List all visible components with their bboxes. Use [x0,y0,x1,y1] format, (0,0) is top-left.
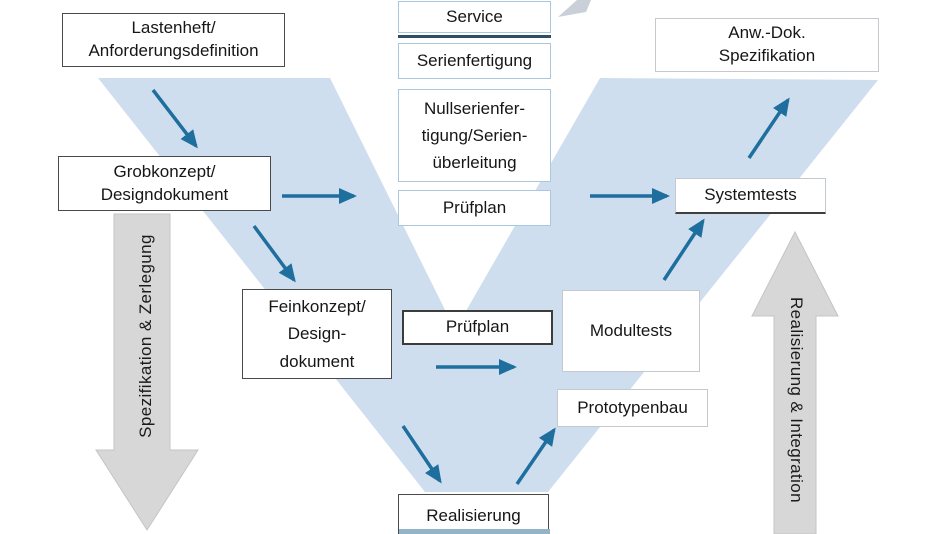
box-grobkonzept-line1: Grobkonzept/ [113,161,216,181]
specification-down-arrow [95,213,199,531]
box-pruefplan-oben-label: Prüfplan [442,197,507,217]
arrow-systemtests-to-anwdok [747,97,790,159]
corner-wedge-shape [558,0,591,17]
arrow-lastenheft-to-grobkonzept [151,88,198,149]
box-service-label: Service [446,6,503,26]
box-feinkonzept-line1: Feinkonzept/ [268,297,366,317]
box-serienfertigung-label: Serienfertigung [416,50,533,70]
box-lastenheft-line2: Anforderungsdefinition [88,41,259,60]
arrow-realisierung-to-prototypenbau [515,427,556,485]
box-anw-dok-line1: Anw.-Dok. [728,23,806,43]
service-separator-line [398,35,551,38]
arrow-grobkonzept-to-feinkonzept [252,224,296,283]
box-systemtests: Systemtests [675,178,826,214]
box-prototypenbau-label: Prototypenbau [577,397,688,417]
box-prototypenbau: Prototypenbau [557,389,708,427]
box-feinkonzept-line2: Design- [287,324,347,344]
box-grobkonzept-line2: Designdokument [100,184,229,204]
box-pruefplan-mitte: Prüfplan [402,310,553,345]
specification-arrow-label: Spezifikation & Zerlegung [136,234,155,438]
box-nullserienfertigung: Nullserienfer- tigung/Serien- überleitun… [398,89,551,182]
arrow-modultests-to-systemtests [662,218,705,281]
box-nullserienfertigung-line1: Nullserienfer- [423,98,526,118]
box-pruefplan-oben: Prüfplan [398,190,551,226]
box-lastenheft-line1: Lastenheft/ [131,18,216,38]
box-serienfertigung: Serienfertigung [398,43,551,79]
box-feinkonzept-line3: dokument [279,351,355,371]
box-anw-dok: Anw.-Dok. Spezifikation [655,18,879,72]
box-nullserienfertigung-line2: tigung/Serien- [421,125,528,145]
arrow-feinkonzept-to-realisierung [401,425,442,484]
box-systemtests-label: Systemtests [704,185,797,205]
box-lastenheft: Lastenheft/ Anforderungsdefinition [62,13,285,67]
integration-arrow-label: Realisierung & Integration [787,296,806,504]
box-realisierung-label: Realisierung [426,505,521,525]
box-modultests: Modultests [562,290,700,372]
box-nullserienfertigung-line3: überleitung [432,153,517,173]
box-modultests-label: Modultests [589,320,673,340]
integration-up-arrow [751,230,839,534]
box-anw-dok-line2: Spezifikation [718,46,816,65]
box-realisierung: Realisierung [398,494,549,534]
box-grobkonzept: Grobkonzept/ Designdokument [58,156,271,211]
box-service: Service [398,1,551,33]
box-pruefplan-mitte-label: Prüfplan [445,317,510,337]
box-feinkonzept: Feinkonzept/ Design- dokument [242,289,392,379]
clipped-box-edge [399,529,550,534]
